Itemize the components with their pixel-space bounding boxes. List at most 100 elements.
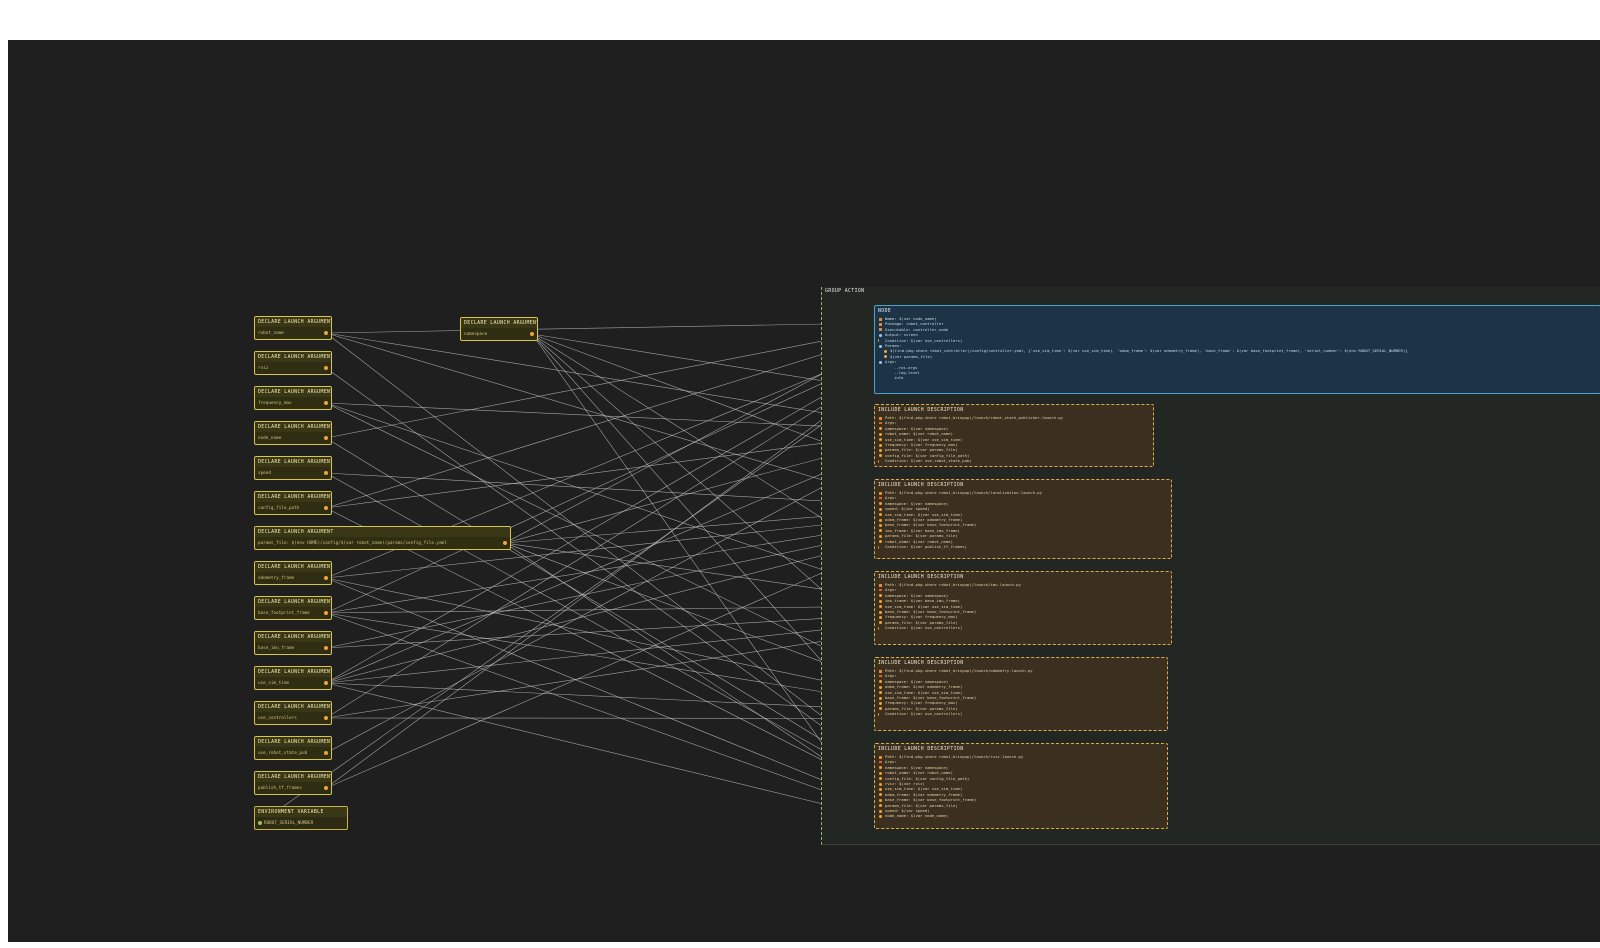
output-port-icon[interactable] — [324, 716, 328, 720]
node-title: INCLUDE LAUNCH DESCRIPTION — [878, 661, 964, 666]
launch-argument-node[interactable]: DECLARE LAUNCH ARGUMENT use_sim_time — [254, 666, 332, 690]
connection-wire — [325, 682, 881, 710]
connection-wire — [325, 532, 881, 649]
output-port-icon[interactable] — [324, 611, 328, 615]
launch-argument-node[interactable]: DECLARE LAUNCH ARGUMENT base_footprint_f… — [254, 596, 332, 620]
launch-argument-node[interactable]: DECLARE LAUNCH ARGUMENT node_name — [254, 421, 332, 445]
node-header: DECLARE LAUNCH ARGUMENT — [255, 387, 331, 397]
launch-arg-line: imu_frame: $(var base_imu_frame) — [878, 528, 1168, 533]
connection-wire — [325, 614, 881, 649]
launch-condition-line: Condition: $(var publish_tf_frames) — [878, 544, 1168, 549]
connection-wire — [259, 383, 881, 824]
connection-wire — [325, 367, 881, 769]
node-header: DECLARE LAUNCH ARGUMENT — [255, 632, 331, 642]
output-port-icon[interactable] — [503, 541, 507, 545]
output-port-icon[interactable] — [324, 506, 328, 510]
launch-args-label: Args: — [878, 587, 1168, 592]
environment-variable-node[interactable]: ENVIRONMENT VARIABLE ROBOT_SERIAL_NUMBER — [254, 806, 348, 830]
launch-argument-node[interactable]: DECLARE LAUNCH ARGUMENT base_imu_frame — [254, 631, 332, 655]
launch-arg-line: base_frame: $(var base_footprint_frame) — [878, 797, 1164, 802]
node-header: DECLARE LAUNCH ARGUMENT — [461, 318, 537, 328]
node-header: DECLARE LAUNCH ARGUMENT — [255, 527, 510, 537]
node-header: DECLARE LAUNCH ARGUMENT — [255, 457, 331, 467]
node-header: ENVIRONMENT VARIABLE — [255, 807, 347, 817]
output-port-icon[interactable] — [324, 681, 328, 685]
launch-arg-line: namespace: $(var namespace) — [878, 501, 1168, 506]
connection-wire — [325, 507, 881, 790]
launch-arg-line: robot_name: $(var robot_name) — [878, 539, 1168, 544]
node-params-label: Params: — [878, 343, 1597, 348]
connection-wire — [325, 547, 881, 789]
launch-arg-line: base_frame: $(var base_footprint_frame) — [878, 609, 1168, 614]
include-launch-description[interactable]: INCLUDE LAUNCH DESCRIPTION Path: $(find-… — [874, 479, 1172, 559]
launch-arg-line: odom_frame: $(var odometry_frame) — [878, 792, 1164, 797]
launch-arg-line: speed: $(var speed) — [878, 808, 1164, 813]
include-launch-description[interactable]: INCLUDE LAUNCH DESCRIPTION Path: $(find-… — [874, 743, 1168, 829]
output-port-icon[interactable] — [324, 401, 328, 405]
connection-wire — [325, 336, 881, 509]
launch-argument-node[interactable]: DECLARE LAUNCH ARGUMENT rviz — [254, 351, 332, 375]
connection-wire — [325, 329, 881, 439]
launch-argument-node[interactable]: DECLARE LAUNCH ARGUMENT config_file_path — [254, 491, 332, 515]
connection-wire — [325, 577, 881, 693]
graph-canvas[interactable]: DECLARE LAUNCH ARGUMENT robot_name DECLA… — [8, 40, 1600, 942]
output-port-icon[interactable] — [530, 332, 534, 336]
launch-arg-line: robot_name: $(var robot_name) — [878, 770, 1164, 775]
launch-arg-line: use_sim_time: $(var use_sim_time) — [878, 437, 1150, 442]
output-port-icon[interactable] — [324, 786, 328, 790]
output-port-icon[interactable] — [324, 436, 328, 440]
connection-wire — [325, 402, 881, 430]
argument-name: rviz — [258, 366, 269, 371]
launch-argument-node[interactable]: DECLARE LAUNCH ARGUMENT params_file: $(e… — [254, 526, 511, 550]
launch-arg-line: params_file: $(var params_file) — [878, 533, 1168, 538]
node-title: INCLUDE LAUNCH DESCRIPTION — [878, 408, 964, 413]
node-header: DECLARE LAUNCH ARGUMENT — [255, 737, 331, 747]
output-port-icon[interactable] — [324, 576, 328, 580]
connection-wire — [325, 322, 881, 334]
output-port-icon[interactable] — [324, 331, 328, 335]
launch-argument-node[interactable]: DECLARE LAUNCH ARGUMENT frequency_max — [254, 386, 332, 410]
node-executable-line: Executable: controller_node — [878, 327, 1597, 332]
argument-name: publish_tf_frames — [258, 786, 302, 791]
output-port-icon[interactable] — [324, 366, 328, 370]
launch-arg-line: odom_frame: $(var odometry_frame) — [878, 517, 1168, 522]
argument-name: params_file: $(env HOME)/config/$(var ro… — [258, 541, 447, 546]
main-node[interactable]: NODE Name: $(var node_name) Package: rob… — [874, 305, 1600, 394]
connection-wire — [325, 472, 881, 505]
connection-wire — [325, 577, 881, 804]
group-action-container[interactable]: GROUP ACTION NODE Name: $(var node_name)… — [821, 287, 1600, 845]
launch-argument-node[interactable]: DECLARE LAUNCH ARGUMENT namespace — [460, 317, 538, 341]
launch-arg-line: rviz: $(var rviz) — [878, 781, 1164, 786]
launch-arg-line: use_sim_time: $(var use_sim_time) — [878, 786, 1164, 791]
launch-argument-node[interactable]: DECLARE LAUNCH ARGUMENT use_robot_state_… — [254, 736, 332, 760]
output-port-icon[interactable] — [324, 646, 328, 650]
connection-wire — [325, 682, 881, 819]
include-launch-description[interactable]: INCLUDE LAUNCH DESCRIPTION Path: $(find-… — [874, 404, 1154, 467]
launch-path-line: Path: $(find-pkg-share robot_bringup)/la… — [878, 754, 1164, 759]
include-launch-description[interactable]: INCLUDE LAUNCH DESCRIPTION Path: $(find-… — [874, 657, 1168, 731]
output-port-icon[interactable] — [258, 821, 262, 825]
launch-argument-node[interactable]: DECLARE LAUNCH ARGUMENT publish_tf_frame… — [254, 771, 332, 795]
argument-name: robot_name — [258, 331, 284, 336]
connection-wire — [325, 332, 881, 423]
launch-args-label: Args: — [878, 673, 1164, 678]
output-port-icon[interactable] — [324, 751, 328, 755]
include-launch-description[interactable]: INCLUDE LAUNCH DESCRIPTION Path: $(find-… — [874, 571, 1172, 645]
launch-argument-node[interactable]: DECLARE LAUNCH ARGUMENT robot_name — [254, 316, 332, 340]
node-title: INCLUDE LAUNCH DESCRIPTION — [878, 575, 964, 580]
launch-args-label: Args: — [878, 495, 1168, 500]
launch-arg-line: params_file: $(var params_file) — [878, 706, 1164, 711]
output-port-icon[interactable] — [324, 471, 328, 475]
launch-argument-node[interactable]: DECLARE LAUNCH ARGUMENT use_controllers — [254, 701, 332, 725]
launch-arg-line: use_sim_time: $(var use_sim_time) — [878, 690, 1164, 695]
connection-wire — [325, 449, 881, 684]
launch-arg-line: robot_name: $(var robot_name) — [878, 431, 1150, 436]
variable-name: ROBOT_SERIAL_NUMBER — [264, 821, 314, 826]
launch-args-label: Args: — [878, 759, 1164, 764]
launch-arg-line: config_file: $(var config_file_path) — [878, 776, 1164, 781]
node-package-line: Package: robot_controller — [878, 321, 1597, 326]
launch-arg-line: use_sim_time: $(var use_sim_time) — [878, 604, 1168, 609]
launch-argument-node[interactable]: DECLARE LAUNCH ARGUMENT speed — [254, 456, 332, 480]
launch-argument-node[interactable]: DECLARE LAUNCH ARGUMENT odometry_frame — [254, 561, 332, 585]
argument-name: base_footprint_frame — [258, 611, 310, 616]
